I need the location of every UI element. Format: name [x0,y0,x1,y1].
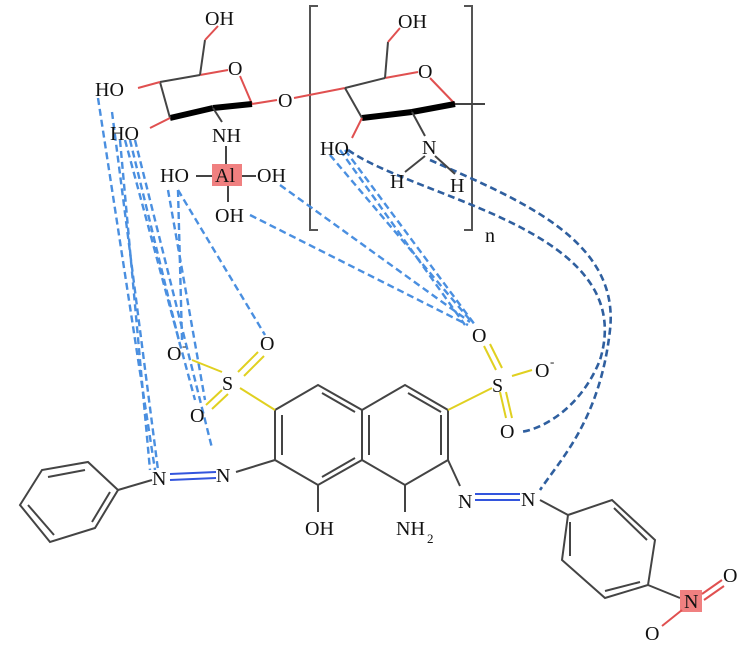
label-n: N [521,489,535,511]
right-sulfonate: S O O - O [447,325,554,443]
label-oh: OH [398,11,427,33]
label-n: N [422,137,436,159]
label-ho: HO [160,165,189,187]
aluminum-hydroxide: Al HO OH OH [160,146,286,227]
label-o: O [472,325,486,347]
label-ring-o: O [228,58,242,80]
label-nh2-subscript: 2 [427,531,434,546]
label-nitro-o: O [723,565,737,587]
label-charge: - [182,338,186,353]
right-azo-nitrophenyl: N N N O O [447,459,737,645]
label-oh: OH [257,165,286,187]
label-repeat-n: n [485,225,495,247]
label-n: N [152,468,166,490]
label-glycosidic-o: O [278,90,292,112]
polymer-brackets [309,5,473,231]
aluminum-highlight [212,164,242,186]
label-ho: HO [95,79,124,101]
label-oh: OH [215,205,244,227]
hydrogen-bonds [96,97,612,491]
glucosamine-unit-1: OH O HO HO NH O [95,8,292,147]
label-nitro-n: N [684,591,698,613]
left-sulfonate: S O - O O [167,333,276,427]
label-oh: OH [305,518,334,540]
label-o-minus: O [167,343,181,365]
label-n: N [458,491,472,513]
label-ho: HO [110,123,139,145]
label-o: O [190,405,204,427]
nitro-highlight [680,590,702,612]
label-n: N [216,465,230,487]
label-ring-o: O [418,61,432,83]
label-h: H [450,175,464,197]
glucosamine-unit-2: OH O HO N H H n [293,11,495,247]
label-charge: - [550,354,554,369]
label-nh: NH [212,125,241,147]
label-h: H [390,171,404,193]
label-s: S [492,375,503,397]
left-azo-phenyl: N N [18,459,276,544]
label-o: O [260,333,274,355]
label-o-minus: O [535,360,549,382]
label-o: O [500,421,514,443]
label-ho: HO [320,138,349,160]
label-s: S [222,373,233,395]
label-nh2: NH [396,518,425,540]
label-oh: OH [205,8,234,30]
label-nitro-o: O [645,623,659,645]
label-al: Al [215,165,235,187]
naphthalene-core: OH NH 2 [274,383,449,546]
